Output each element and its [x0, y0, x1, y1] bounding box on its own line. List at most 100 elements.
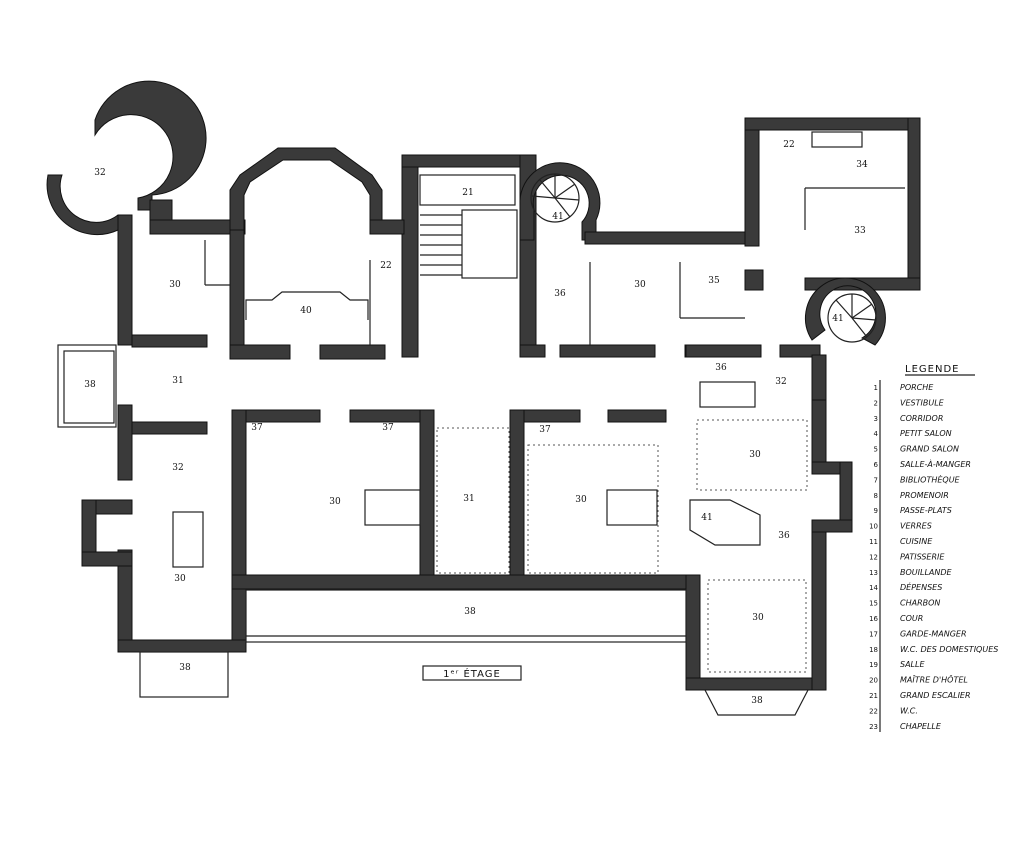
room-label: 37 [382, 423, 394, 433]
room-label: 36 [778, 531, 790, 541]
room-label: 38 [84, 380, 96, 390]
corridor-wall-s4 [349, 409, 431, 423]
legend-item-label: W.C. DES DOMESTIQUES [900, 645, 998, 654]
spiral-tower-e-wall [805, 277, 886, 346]
room-label: 41 [832, 314, 843, 324]
legend-item: 22 W.C. [869, 706, 918, 715]
legend-item-number: 4 [874, 430, 879, 438]
legend-item: 23 CHAPELLE [869, 722, 942, 731]
bed-2 [606, 489, 658, 526]
legend-item-label: PORCHE [900, 383, 934, 392]
dashed-room-31c [436, 427, 510, 574]
spiral-tower-n-wall [519, 162, 601, 241]
legend-item-number: 6 [874, 461, 879, 469]
legend-item-number: 8 [874, 492, 878, 500]
room-label: 30 [169, 280, 181, 290]
legend-item-label: CHAPELLE [900, 722, 942, 731]
legend-item-label: SALLE-À-MANGER [900, 458, 971, 469]
legend-item: 18 W.C. DES DOMESTIQUES [869, 645, 998, 654]
legend-item-number: 3 [874, 415, 878, 423]
room-label: 36 [554, 289, 566, 299]
legend-item-label: W.C. [900, 706, 918, 715]
room-label: 21 [462, 188, 473, 198]
legend-item-number: 2 [874, 399, 878, 407]
box-36b [699, 381, 756, 408]
legend-item: 6 SALLE-À-MANGER [874, 458, 971, 469]
room-label: 32 [94, 168, 105, 178]
legend-item-number: 19 [869, 661, 878, 669]
legend-item-number: 18 [869, 646, 878, 654]
room-label: 34 [856, 160, 868, 170]
legend-item-label: BOUILLANDE [900, 568, 953, 577]
room-label: 32 [172, 463, 183, 473]
legend-item-number: 20 [869, 677, 878, 685]
dashed-room-30se [707, 579, 807, 673]
south-wall-1 [231, 574, 693, 590]
room-label: 41 [552, 212, 563, 222]
fixtures [57, 131, 905, 716]
bath-34 [811, 131, 863, 148]
floor-caption: 1ᵉʳ ÉTAGE [443, 667, 501, 680]
legend-item-label: VESTIBULE [900, 398, 945, 407]
dashed-room-30e [696, 419, 808, 491]
legend-item-label: PETIT SALON [900, 429, 952, 438]
stair-treads [419, 174, 518, 279]
legend-item: 21 GRAND ESCALIER [869, 691, 970, 700]
legend-item: 2 VESTIBULE [874, 398, 945, 407]
legend-item-number: 15 [869, 600, 878, 608]
legend-item-number: 23 [869, 723, 878, 731]
nw-tower-wall [94, 80, 207, 211]
legend-item-label: CHARBON [900, 599, 940, 608]
room-label: 30 [749, 450, 761, 460]
legend-item-label: GRAND ESCALIER [900, 691, 971, 700]
legend-item-label: MAÎTRE D'HÔTEL [900, 674, 968, 685]
room-label: 36 [715, 363, 727, 373]
room-label: 30 [174, 574, 186, 584]
legend-item-label: PATISSERIE [900, 552, 945, 561]
wall-v-2 [419, 409, 435, 586]
east-wing-wall-l [685, 574, 701, 691]
legend-item-number: 13 [869, 569, 878, 577]
room-label: 33 [854, 226, 866, 236]
legend-item-number: 21 [869, 692, 878, 700]
room-label: 37 [539, 425, 551, 435]
wall-22-block [369, 219, 405, 235]
ne-wall-top [744, 117, 921, 131]
legend-item-number: 22 [869, 707, 878, 715]
legend-item-label: DÉPENSES [900, 581, 942, 592]
legend-item-number: 1 [874, 384, 878, 392]
corridor-wall-s1 [131, 334, 208, 348]
legend-item: 11 CUISINE [869, 537, 933, 546]
corridor-wall-s5 [519, 409, 581, 423]
wall-30-bottom [559, 344, 656, 358]
se-stair [689, 499, 761, 546]
room-label: 32 [775, 377, 786, 387]
room-label: 41 [701, 513, 712, 523]
room-label: 30 [329, 497, 341, 507]
wall-35-corner [744, 269, 764, 291]
west-wall-mid [117, 404, 133, 481]
legend-item-number: 14 [869, 584, 878, 592]
room-label: 30 [575, 495, 587, 505]
legend-item: 1 PORCHE [874, 383, 935, 392]
legend-item-label: CUISINE [900, 537, 933, 546]
octagon-bay-bottom [229, 344, 291, 360]
legend-item-number: 11 [869, 538, 878, 546]
west-balcony-inner [63, 350, 115, 424]
corridor-wall-s6 [607, 409, 667, 423]
east-wall-main [811, 394, 827, 466]
bed-1 [364, 489, 421, 526]
wall-32e-side [811, 354, 827, 401]
legend-item-label: COUR [900, 614, 923, 623]
legend-item-label: GRAND SALON [900, 445, 959, 454]
legend-item-label: VERRES [900, 522, 932, 531]
north-wall-1 [149, 199, 173, 223]
east-wing-wall-b [685, 677, 827, 691]
